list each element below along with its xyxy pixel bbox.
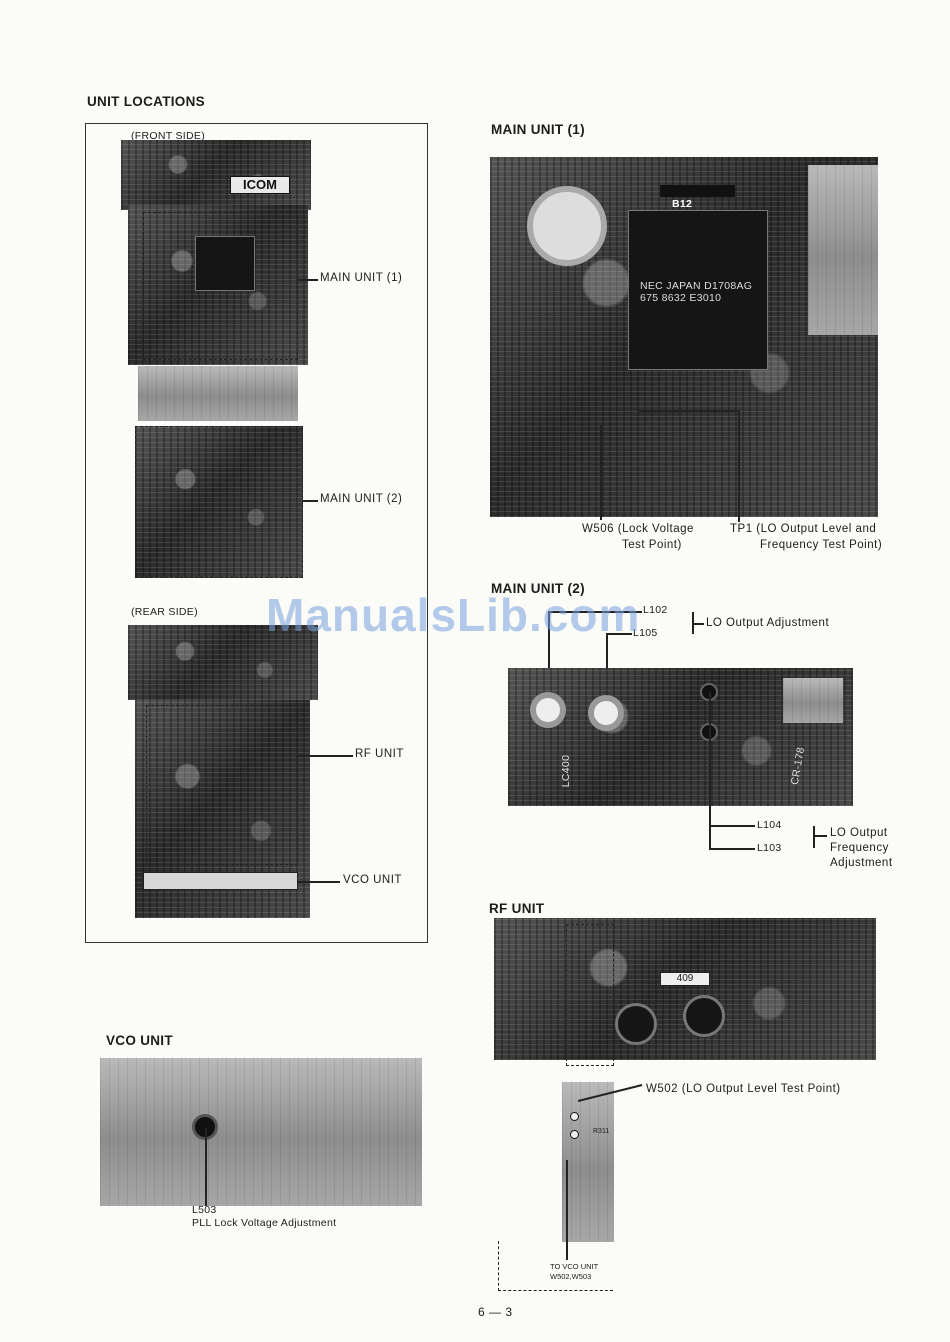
main-unit-2-leader xyxy=(303,500,318,502)
w502-point xyxy=(570,1112,579,1121)
rf-unit-location-label: RF UNIT xyxy=(355,748,404,760)
lo-output-adjustment-label: LO Output Adjustment xyxy=(706,617,830,629)
rf-detail-strip xyxy=(562,1082,614,1242)
w506-leader xyxy=(600,425,602,520)
b12-label: B12 xyxy=(672,198,693,210)
l104-label: L104 xyxy=(757,819,782,831)
to-vco-leader xyxy=(566,1160,568,1260)
main-unit-1-heading: MAIN UNIT (1) xyxy=(491,122,585,137)
main-unit-1-outline xyxy=(143,212,298,360)
main-unit-1-leader xyxy=(298,279,318,281)
to-vco-label-2: W502,W503 xyxy=(550,1272,592,1281)
main-unit-2-location-photo xyxy=(135,426,303,578)
lo-freq-label-2: Frequency xyxy=(830,842,889,854)
tp1-bar xyxy=(638,410,738,412)
rear-side-label: (REAR SIDE) xyxy=(131,606,198,618)
rf-unit-photo xyxy=(494,918,876,1060)
l102-bar xyxy=(548,611,642,613)
l103-bar xyxy=(709,848,755,850)
vco-unit-shield xyxy=(143,872,298,890)
vco-unit-location-label: VCO UNIT xyxy=(343,874,402,886)
rf-unit-outline xyxy=(146,705,298,865)
rf-unit-heading: RF UNIT xyxy=(489,901,545,916)
b12-part xyxy=(660,185,735,197)
tp1-leader xyxy=(738,410,740,522)
l103-leader xyxy=(709,732,711,848)
toroid-coil-2 xyxy=(683,995,725,1037)
rf-detail-outline xyxy=(566,924,614,1066)
l105-label: L105 xyxy=(633,627,658,639)
unit-locations-heading: UNIT LOCATIONS xyxy=(87,94,205,109)
l105-coil xyxy=(588,695,624,731)
main-unit-1-label: MAIN UNIT (1) xyxy=(320,272,403,284)
w506-label-1: W506 (Lock Voltage xyxy=(582,523,694,535)
lo-freq-tick xyxy=(813,835,827,837)
radio-rear-top-photo xyxy=(128,625,318,700)
tp1-label-2: Frequency Test Point) xyxy=(760,539,883,551)
main-unit-2-label: MAIN UNIT (2) xyxy=(320,493,403,505)
crystal-filter-photo xyxy=(783,678,843,723)
lo-adjust-tick xyxy=(692,623,704,625)
page-number: 6 — 3 xyxy=(478,1305,513,1319)
front-side-label: (FRONT SIDE) xyxy=(131,130,205,142)
lo-freq-label-1: LO Output xyxy=(830,827,888,839)
lo-freq-bracket xyxy=(813,826,815,848)
to-vco-outline xyxy=(498,1241,613,1291)
main-unit-2-heading: MAIN UNIT (2) xyxy=(491,581,585,596)
pll-adjust-label: PLL Lock Voltage Adjustment xyxy=(192,1217,337,1229)
manualslib-watermark: ManualsLib.com xyxy=(266,589,641,641)
volume-pot xyxy=(527,186,607,266)
w502-label: W502 (LO Output Level Test Point) xyxy=(646,1083,841,1095)
l503-leader xyxy=(205,1128,207,1206)
nec-chip xyxy=(628,210,768,370)
vco-unit-photo xyxy=(100,1058,422,1206)
main-unit-1-chip xyxy=(195,236,255,291)
l102-leader xyxy=(548,611,550,706)
vco-unit-leader xyxy=(298,881,340,883)
r311-label: R311 xyxy=(593,1128,610,1135)
w506-label-2: Test Point) xyxy=(622,539,682,551)
lc400-label: LC400 xyxy=(560,754,573,788)
l105-bar xyxy=(606,633,632,635)
to-vco-label-1: TO VCO UNIT xyxy=(550,1262,599,1271)
l104-bar xyxy=(709,825,755,827)
nec-chip-text: NEC JAPAN D1708AG 675 8632 E3010 xyxy=(640,280,753,304)
l102-coil xyxy=(530,692,566,728)
flex-cable-photo xyxy=(138,366,298,421)
side-connector-photo xyxy=(808,165,878,335)
toroid-coil-1 xyxy=(615,1003,657,1045)
unit-locations-frame xyxy=(85,123,428,943)
icom-logo: ICOM xyxy=(230,176,290,194)
vco-unit-heading: VCO UNIT xyxy=(106,1033,173,1048)
w503-point xyxy=(570,1130,579,1139)
tp1-label-1: TP1 (LO Output Level and xyxy=(730,523,877,535)
rf-unit-leader xyxy=(298,755,353,757)
radio-front-top-photo xyxy=(121,140,311,210)
part-409-label: 409 xyxy=(660,972,710,986)
main-unit-2-outline xyxy=(135,426,303,578)
lo-freq-label-3: Adjustment xyxy=(830,857,893,869)
l102-label: L102 xyxy=(643,604,668,616)
l503-label: L503 xyxy=(192,1204,217,1216)
l103-label: L103 xyxy=(757,842,782,854)
